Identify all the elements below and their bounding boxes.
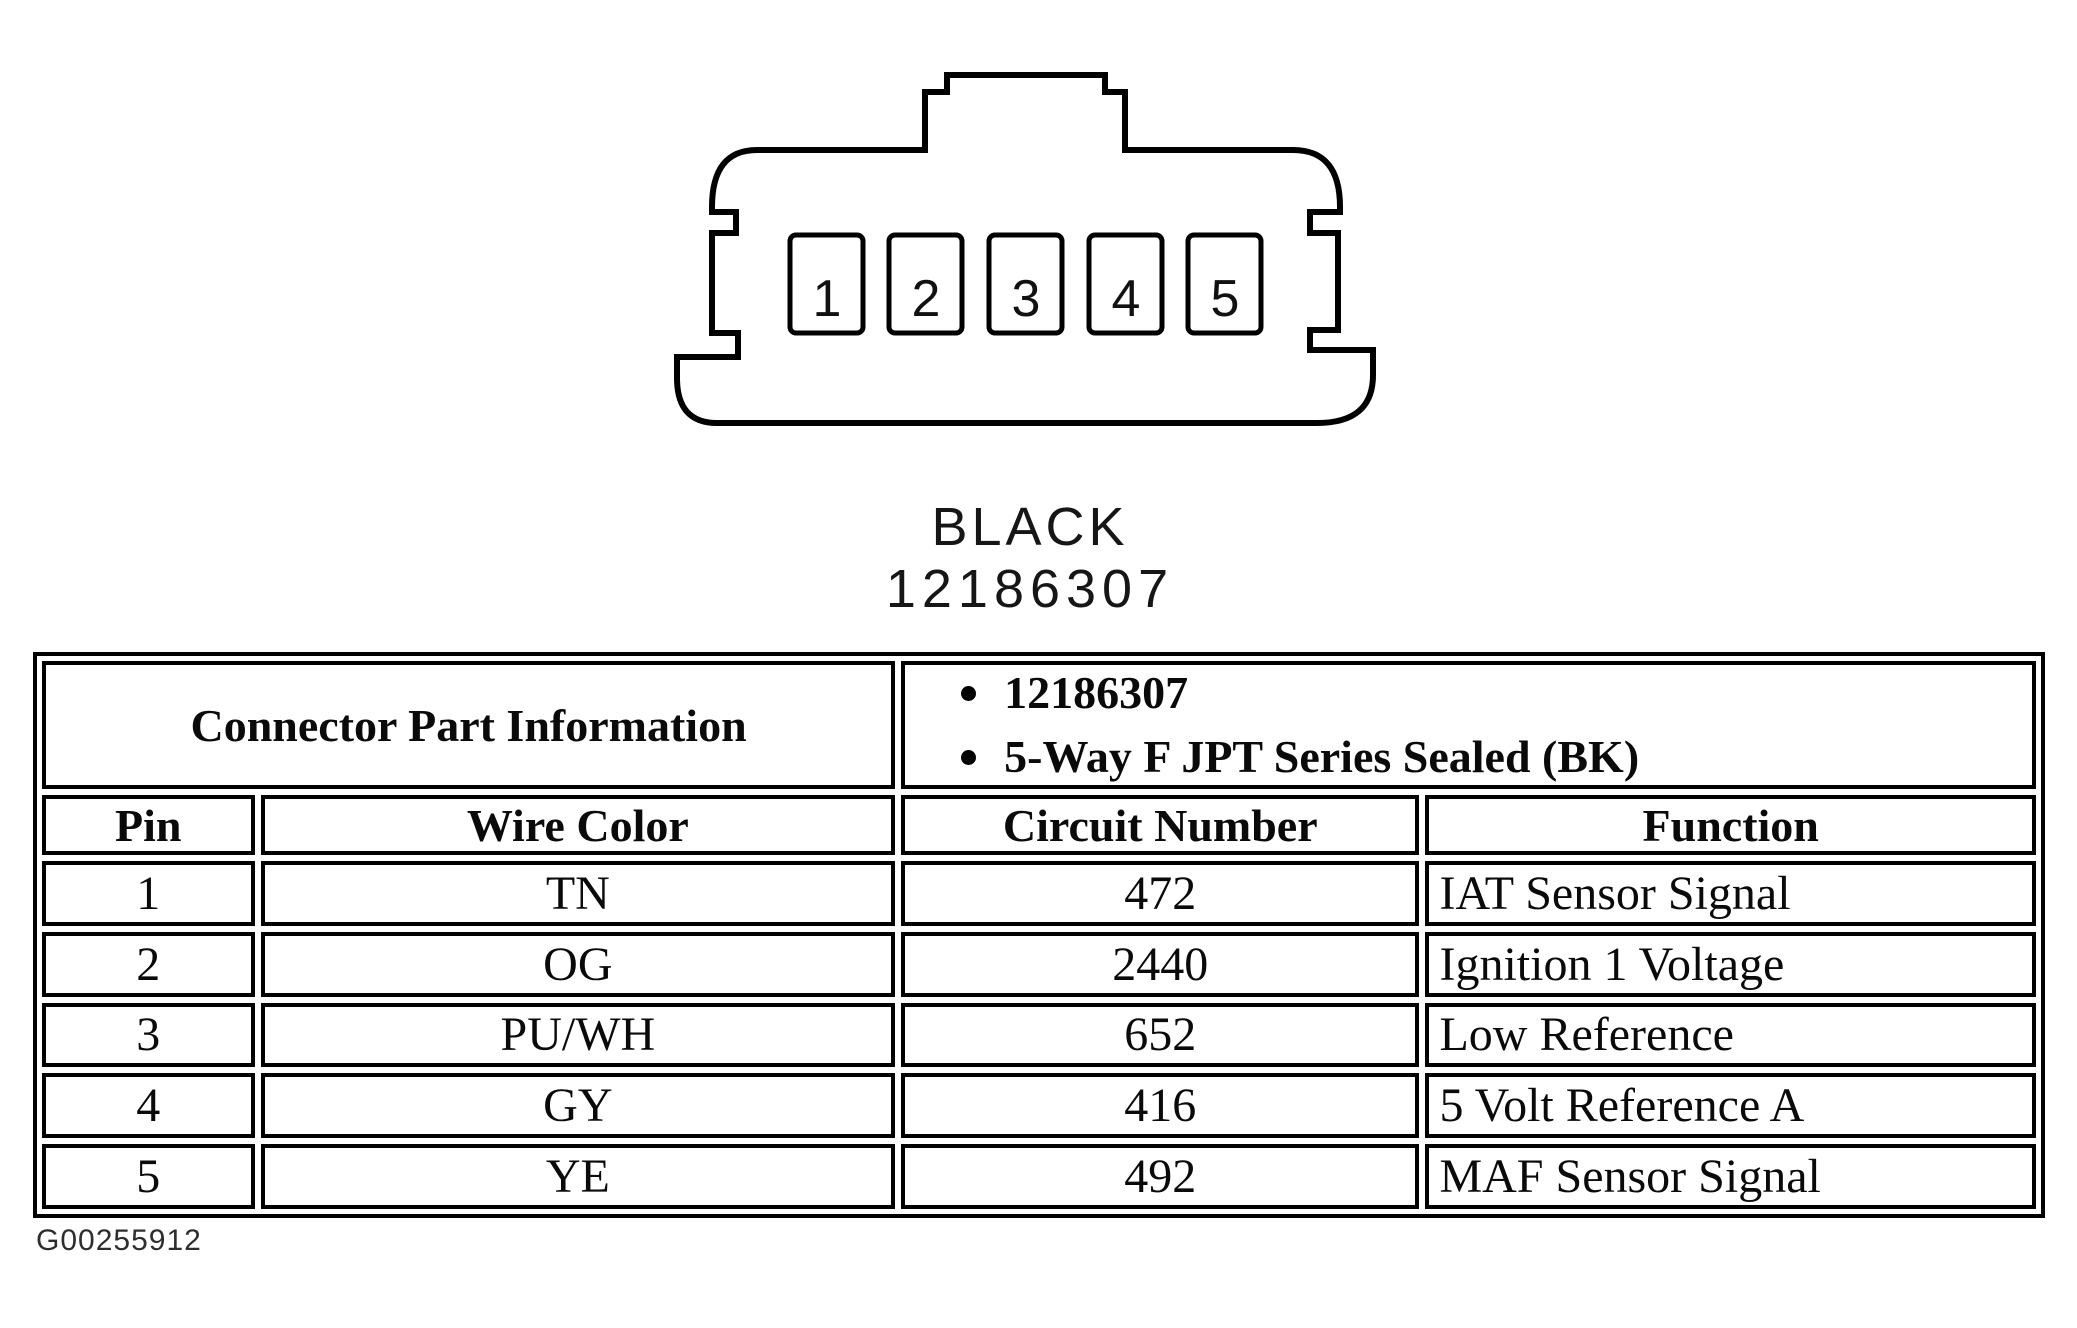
column-header-circuit: Circuit Number (901, 795, 1420, 855)
column-header-wire: Wire Color (260, 795, 896, 855)
connector-pin-table: Connector Part Information 12186307 5-Wa… (33, 652, 2045, 1218)
function-cell: IAT Sensor Signal (1425, 861, 2036, 926)
wire-cell: PU/WH (260, 1002, 896, 1068)
part-info-item: 12186307 (905, 665, 2032, 725)
connector-pin-box-1 (787, 232, 866, 336)
circuit-cell: 492 (901, 1144, 1420, 1209)
part-info-item: 5-Way F JPT Series Sealed (BK) (905, 725, 2032, 785)
function-cell: MAF Sensor Signal (1425, 1144, 2036, 1209)
connector-pin-number: 4 (1112, 270, 1141, 328)
part-info-header-cell: Connector Part Information (42, 661, 896, 789)
function-cell: Low Reference (1425, 1002, 2036, 1068)
connector-pin-box-4 (1086, 232, 1165, 336)
connector-pin-box-5 (1185, 232, 1264, 336)
wire-cell: GY (260, 1073, 896, 1139)
bullet-icon (961, 749, 977, 765)
connector-pin-number: 5 (1211, 270, 1240, 328)
circuit-cell: 2440 (901, 931, 1420, 997)
figure-id: G00255912 (36, 1224, 202, 1257)
pin-cell: 5 (42, 1144, 255, 1209)
column-header-function: Function (1425, 795, 2036, 855)
wire-cell: OG (260, 931, 896, 997)
wire-cell: TN (260, 861, 896, 926)
connector-pin-number: 2 (912, 270, 941, 328)
circuit-cell: 472 (901, 861, 1420, 926)
connector-color-label: BLACK (931, 497, 1129, 557)
connector-pin-number: 1 (813, 270, 842, 328)
function-cell: Ignition 1 Voltage (1425, 931, 2036, 997)
connector-pin-box-2 (886, 232, 965, 336)
part-info-header-text: Connector Part Information (190, 699, 747, 751)
pin-cell: 1 (42, 861, 255, 926)
pin-cell: 4 (42, 1073, 255, 1139)
connector-diagram: 1 2 3 4 5 (674, 72, 1376, 426)
connector-pin-box-3 (986, 232, 1065, 336)
connector-part-number-label: 12186307 (885, 559, 1175, 619)
connector-outline (674, 72, 1376, 426)
part-info-item-text: 12186307 (1004, 667, 1189, 718)
bullet-icon (961, 685, 977, 701)
pin-cell: 3 (42, 1002, 255, 1068)
circuit-cell: 416 (901, 1073, 1420, 1139)
circuit-cell: 652 (901, 1002, 1420, 1068)
function-cell: 5 Volt Reference A (1425, 1073, 2036, 1139)
connector-pin-number: 3 (1012, 270, 1041, 328)
connector-labels: BLACK 12186307 (810, 496, 1250, 620)
part-info-details-cell: 12186307 5-Way F JPT Series Sealed (BK) (901, 661, 2036, 789)
pin-cell: 2 (42, 931, 255, 997)
wire-cell: YE (260, 1144, 896, 1209)
column-header-pin: Pin (42, 795, 255, 855)
part-info-item-text: 5-Way F JPT Series Sealed (BK) (1004, 731, 1640, 782)
